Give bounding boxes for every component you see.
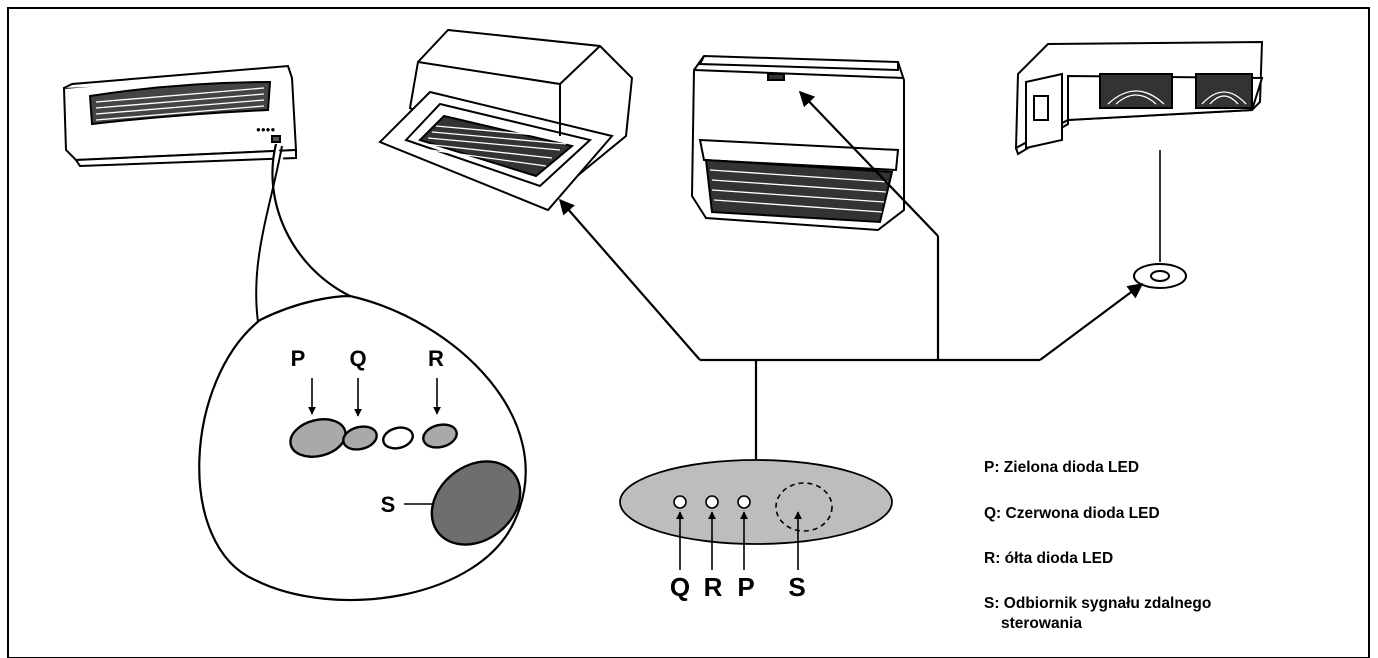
ducted-unit-icon (1014, 40, 1264, 156)
led-p (289, 418, 347, 458)
legend-q: Q: Czerwona dioda LED (984, 505, 1160, 522)
led-r (422, 423, 458, 449)
legend-r: R: ółta dioda LED (984, 550, 1113, 567)
panel-label-q: Q (670, 572, 690, 602)
callout-line (255, 145, 283, 323)
remote-receiver-disc-icon (1133, 263, 1187, 289)
frame (7, 7, 1370, 658)
callout-label-r: R (428, 346, 444, 371)
led-blank (382, 426, 414, 450)
legend: P: Zielona dioda LED Q: Czerwona dioda L… (984, 459, 1211, 632)
floor-ceiling-unit-icon (690, 54, 905, 232)
legend-s-line1: S: Odbiornik sygnału zdalnego (984, 595, 1211, 612)
panel-label-p: P (737, 572, 754, 602)
svg-text:●●●●: ●●●● (256, 125, 275, 134)
led-q (342, 425, 378, 451)
connector-lines (558, 90, 1144, 460)
panel-label-r: R (704, 572, 723, 602)
legend-s-line2: sterowania (1001, 615, 1082, 632)
callout-label-q: Q (349, 346, 366, 371)
callout-label-p: P (291, 346, 306, 371)
panel-led-q (673, 495, 687, 509)
led-s-receiver (430, 460, 522, 546)
panel-label-s: S (788, 572, 805, 602)
ceiling-cassette-unit-icon (378, 28, 634, 212)
panel-led-r (705, 495, 719, 509)
legend-p: P: Zielona dioda LED (984, 459, 1139, 476)
panel-led-p (737, 495, 751, 509)
indicator-panel (619, 459, 893, 545)
panel-receiver-s (775, 482, 833, 532)
wall-mounted-unit-icon: ●●●● (62, 64, 298, 168)
callout-label-s: S (381, 492, 396, 517)
